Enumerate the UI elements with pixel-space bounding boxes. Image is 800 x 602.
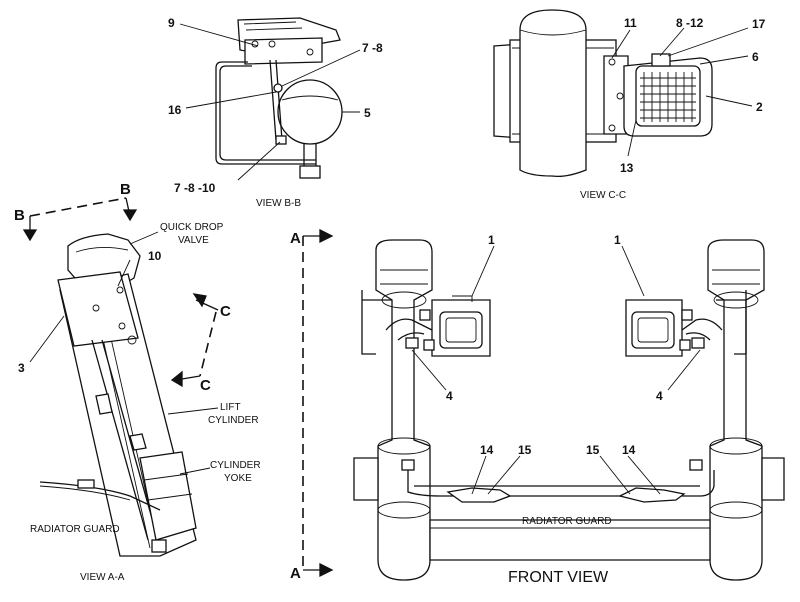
- callout-cc-17: 17: [752, 17, 766, 31]
- label-cylinder-yoke-2: YOKE: [224, 473, 252, 484]
- callout-cc-8-12: 8 -12: [676, 16, 704, 30]
- label-radiator-guard-front: RADIATOR GUARD: [522, 516, 612, 527]
- callout-fv-1-left: 1: [488, 233, 495, 247]
- callout-cc-11: 11: [624, 16, 637, 30]
- section-marker-a-bottom: A: [290, 565, 301, 582]
- section-line-a: [302, 228, 334, 578]
- label-lift-cylinder-2: CYLINDER: [208, 415, 259, 426]
- callout-bb-5: 5: [364, 106, 371, 120]
- callout-fv-14-right: 14: [622, 443, 636, 457]
- view-aa-drawing: [22, 197, 219, 557]
- section-marker-b-left: B: [14, 207, 25, 224]
- label-lift-cylinder-1: LIFT: [220, 402, 241, 413]
- view-bb-drawing: [179, 17, 361, 181]
- section-marker-b-right: B: [120, 181, 131, 198]
- callout-fv-15-right: 15: [586, 443, 600, 457]
- view-aa-caption: VIEW A-A: [80, 572, 125, 583]
- section-marker-a-top: A: [290, 230, 301, 247]
- callout-fv-14-left: 14: [480, 443, 494, 457]
- view-cc-drawing: [493, 9, 753, 178]
- callout-cc-13: 13: [620, 161, 634, 175]
- label-cylinder-yoke-1: CYLINDER: [210, 460, 261, 471]
- callout-fv-1-right: 1: [614, 233, 621, 247]
- callout-cc-2: 2: [756, 100, 763, 114]
- view-cc-caption: VIEW C-C: [580, 190, 626, 201]
- section-marker-c-bottom: C: [200, 377, 211, 394]
- front-view-caption: FRONT VIEW: [508, 569, 609, 586]
- label-quick-drop-valve-1: QUICK DROP: [160, 222, 224, 233]
- callout-bb-7-8-10: 7 -8 -10: [174, 181, 216, 195]
- view-bb-caption: VIEW B-B: [256, 198, 301, 209]
- front-view-drawing: [353, 239, 785, 581]
- callout-fv-15-left: 15: [518, 443, 532, 457]
- callout-fv-4-left: 4: [446, 389, 453, 403]
- callout-fv-4-right: 4: [656, 389, 663, 403]
- callout-bb-9: 9: [168, 16, 175, 30]
- callout-bb-7-8: 7 -8: [362, 41, 383, 55]
- callout-aa-10: 10: [148, 249, 162, 263]
- section-marker-c-top: C: [220, 303, 231, 320]
- callout-aa-3: 3: [18, 361, 25, 375]
- callout-cc-6: 6: [752, 50, 759, 64]
- label-quick-drop-valve-2: VALVE: [178, 235, 209, 246]
- callout-bb-16: 16: [168, 103, 182, 117]
- label-radiator-guard-aa: RADIATOR GUARD: [30, 524, 120, 535]
